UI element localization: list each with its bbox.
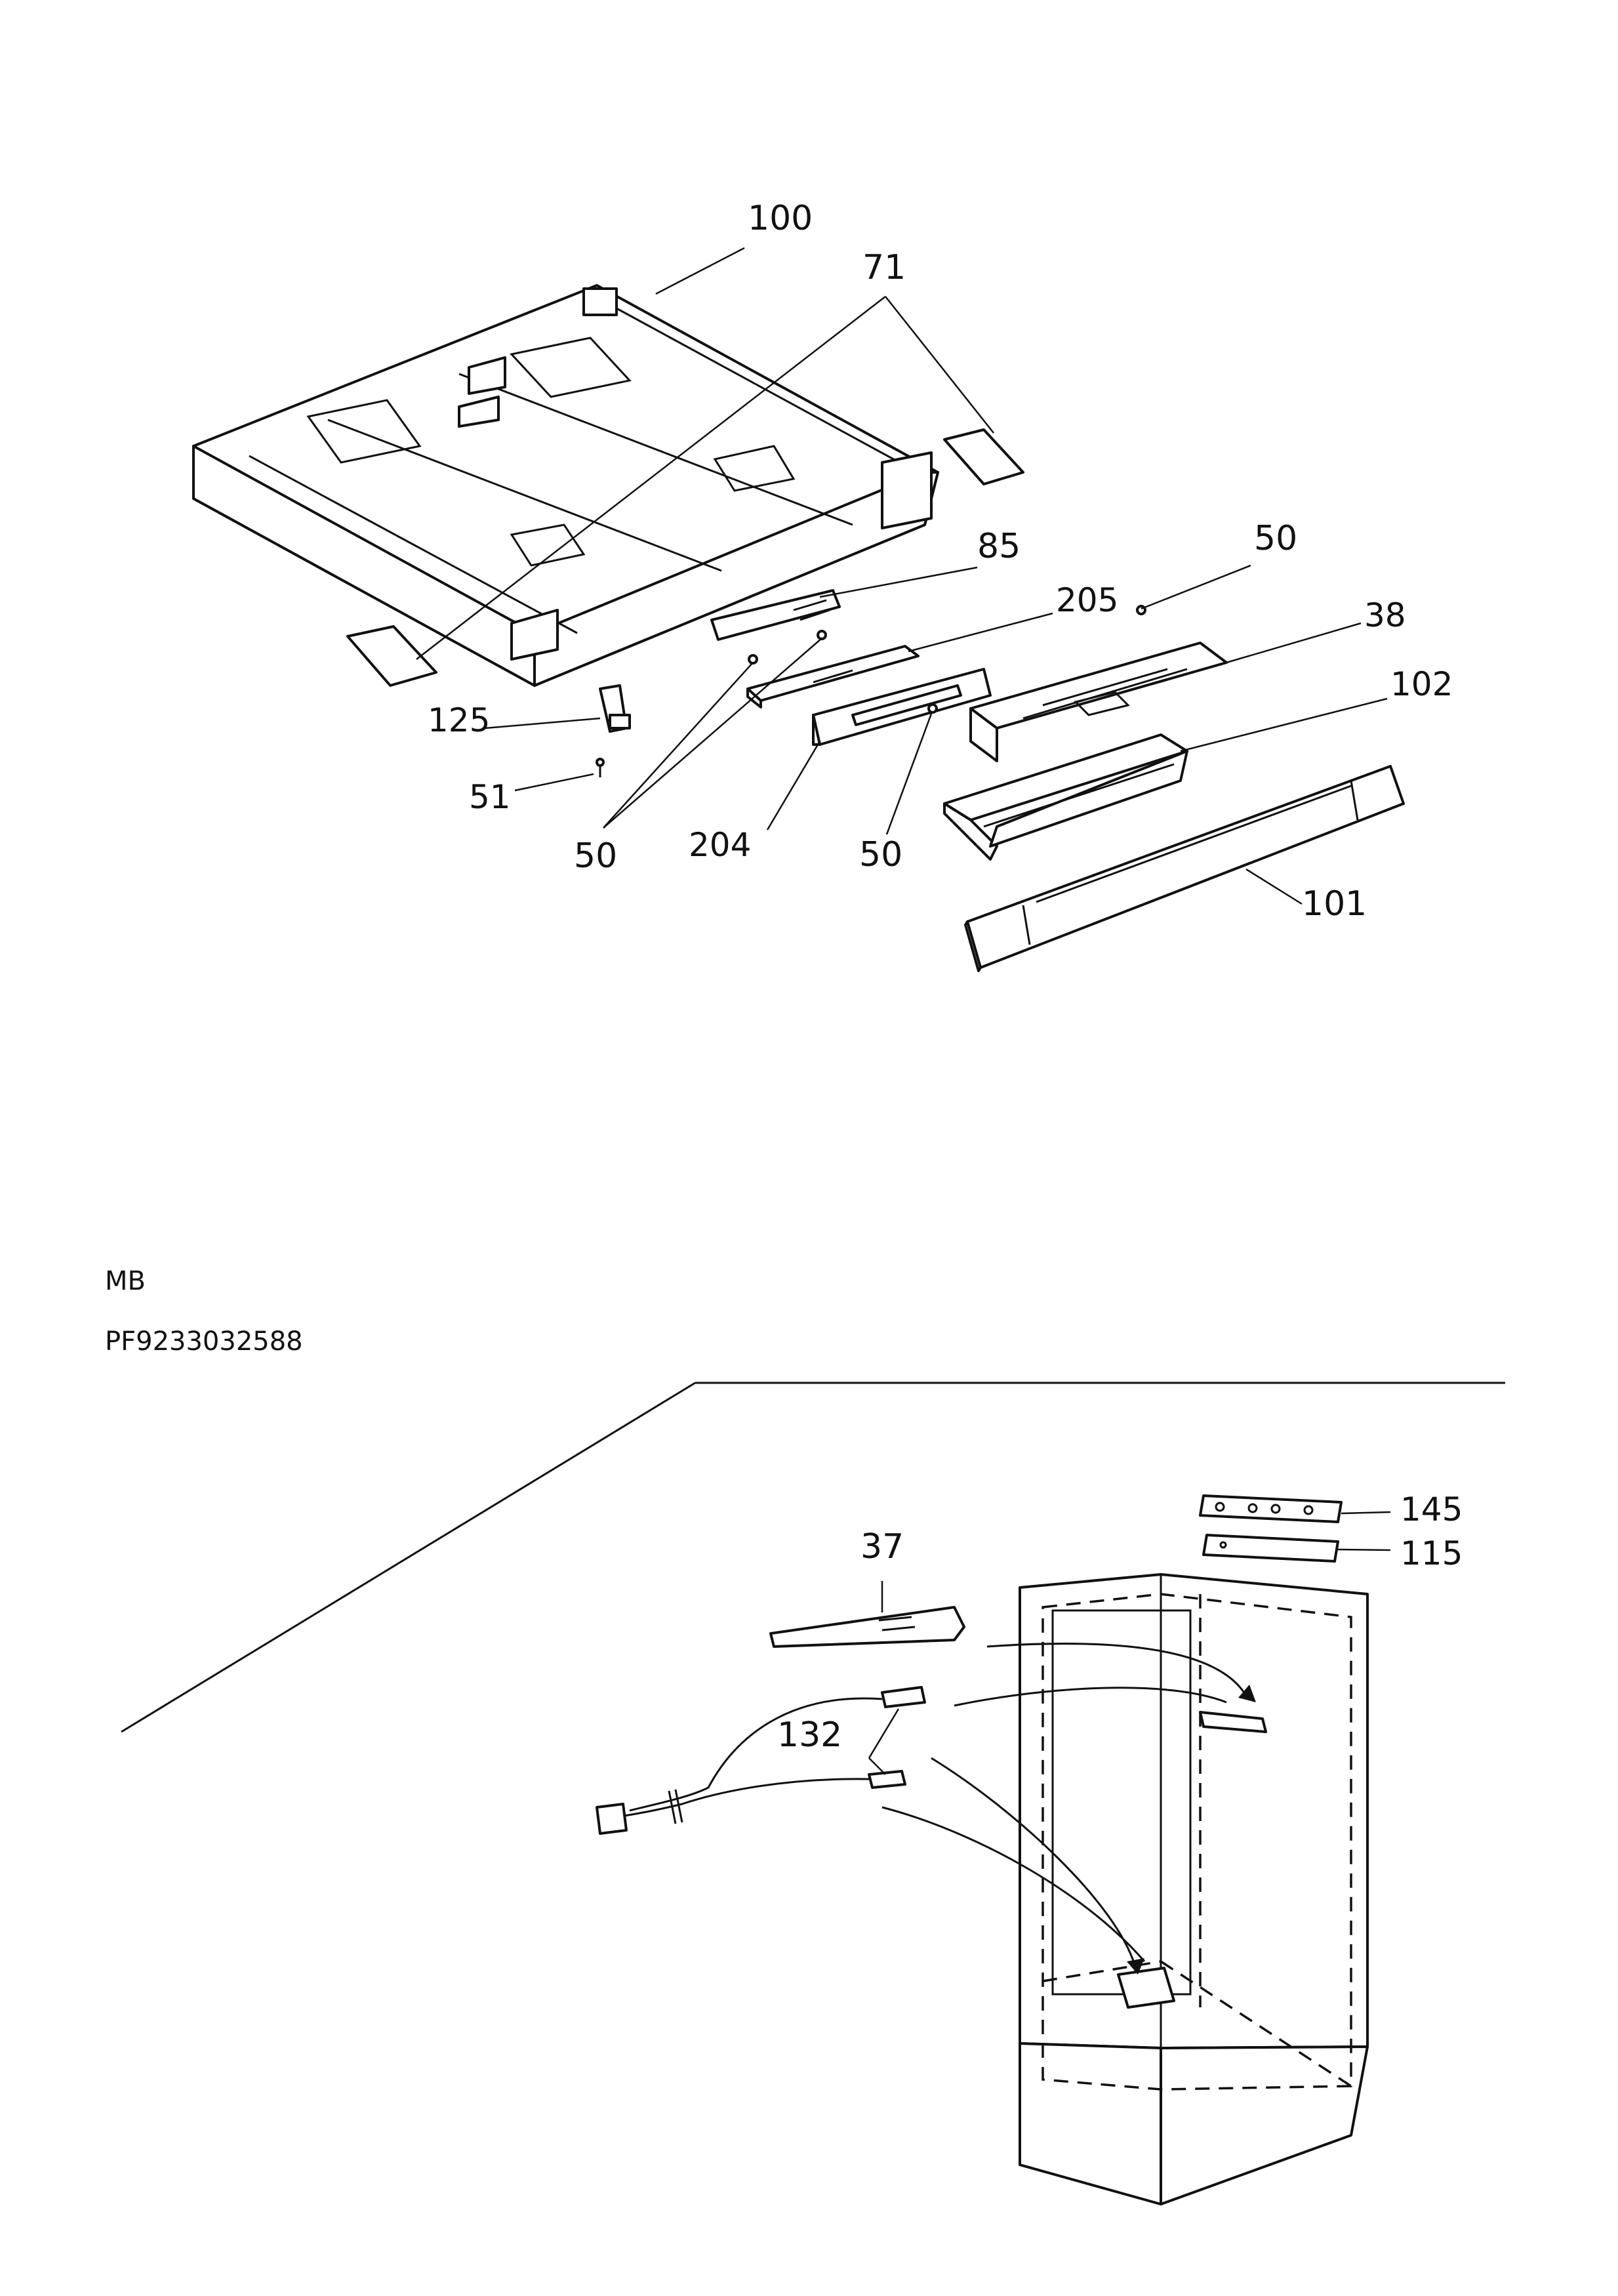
top-assembly: 100 71 85 50 205 38 102 125 51 50 204 50… xyxy=(192,199,1453,972)
mounted-clip-lower xyxy=(1117,1967,1175,2009)
part-132-sensor-cable xyxy=(596,1686,926,1835)
label-85: 85 xyxy=(977,527,1021,566)
part-125-clip xyxy=(599,684,631,733)
label-50-bottom-center: 50 xyxy=(859,835,902,874)
label-204: 204 xyxy=(689,826,751,864)
bottom-assembly: 145 115 37 132 xyxy=(121,1382,1505,2205)
label-132: 132 xyxy=(777,1715,842,1755)
product-code: PF9233032588 xyxy=(105,1326,303,1357)
part-37-sensor-holder xyxy=(769,1606,965,1648)
label-50-top-right: 50 xyxy=(1254,519,1297,558)
label-51: 51 xyxy=(469,778,511,816)
label-102: 102 xyxy=(1390,665,1453,703)
part-204-display-frame xyxy=(812,668,992,746)
label-38: 38 xyxy=(1364,596,1406,634)
label-205: 205 xyxy=(1056,581,1118,619)
part-38-bracket xyxy=(969,642,1228,762)
top-part-labels: 100 71 85 50 205 38 102 125 51 50 204 50… xyxy=(428,199,1453,924)
model-code: MB xyxy=(105,1266,146,1296)
label-145: 145 xyxy=(1400,1490,1463,1528)
bottom-part-labels: 145 115 37 132 xyxy=(777,1490,1463,1755)
part-71-small-cover xyxy=(346,428,1024,687)
part-102-housing xyxy=(943,733,1188,861)
bottom-leader-lines xyxy=(868,1511,1391,1775)
part-101-front-profile xyxy=(964,765,1405,972)
part-115-gasket xyxy=(1202,1534,1339,1563)
label-125: 125 xyxy=(428,701,490,739)
label-101: 101 xyxy=(1302,884,1367,924)
cabinet xyxy=(1019,1573,1369,2205)
label-115: 115 xyxy=(1400,1534,1463,1572)
mounted-sensor-upper xyxy=(1199,1711,1267,1733)
label-37: 37 xyxy=(860,1527,904,1567)
part-100-top-cover xyxy=(192,284,939,687)
part-51-pin xyxy=(596,758,605,777)
label-71: 71 xyxy=(862,248,906,287)
part-85-board xyxy=(710,589,841,641)
label-50-bottom-left: 50 xyxy=(574,836,617,876)
label-100: 100 xyxy=(748,199,813,238)
part-145-plate xyxy=(1199,1494,1343,1523)
background-line xyxy=(121,1382,696,1733)
top-leader-lines xyxy=(416,247,1388,905)
assembly-arrows xyxy=(881,1643,1256,1975)
